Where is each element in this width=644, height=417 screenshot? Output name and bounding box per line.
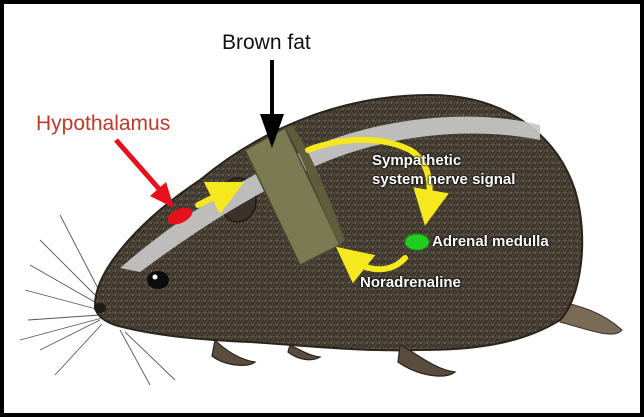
eye-highlight	[153, 275, 158, 280]
brown-fat-label: Brown fat	[222, 31, 311, 54]
adrenal-medulla-marker	[405, 234, 429, 250]
hypothalamus-pointer-arrow	[116, 140, 174, 208]
sympathetic-label-line2: system nerve signal	[372, 172, 515, 189]
sympathetic-label-line1: Sympathetic	[372, 153, 461, 170]
noradrenaline-label: Noradrenaline	[360, 275, 461, 292]
nose	[94, 303, 106, 313]
eye	[147, 271, 169, 289]
hypothalamus-label: Hypothalamus	[36, 112, 170, 135]
adrenal-medulla-label: Adrenal medulla	[432, 234, 549, 251]
